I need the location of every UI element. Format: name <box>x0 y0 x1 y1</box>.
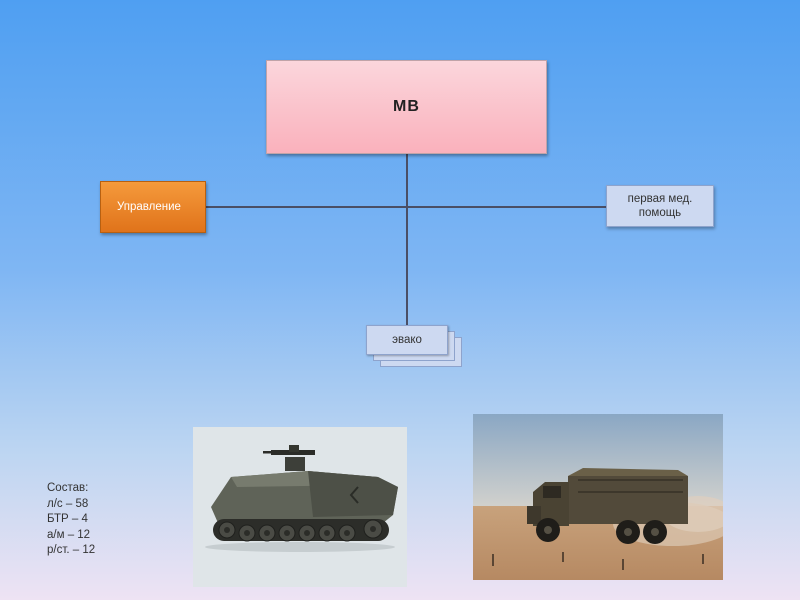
composition-item: л/с – 58 <box>47 497 89 510</box>
org-node-first-aid-label: первая мед. помощь <box>627 193 693 219</box>
connector-vertical <box>406 154 408 326</box>
apc-photo <box>193 427 407 587</box>
truck-photo <box>473 414 723 580</box>
composition-item: а/м – 12 <box>47 528 91 541</box>
org-node-root[interactable]: МВ <box>266 60 547 154</box>
org-node-management[interactable]: Управление <box>100 181 206 233</box>
connector-horizontal <box>206 206 606 208</box>
org-node-evacuation-label: эвако <box>392 334 422 346</box>
truck-illustration <box>473 414 723 580</box>
composition-item: р/ст. – 12 <box>47 544 96 556</box>
composition-list: Состав: л/с – 58 БТР – 4 а/м – 12 р/ст. … <box>47 481 95 559</box>
org-node-evacuation[interactable]: эвако <box>366 325 448 355</box>
org-node-first-aid[interactable]: первая мед. помощь <box>606 185 714 227</box>
composition-title: Состав: <box>47 482 89 494</box>
org-node-management-label: Управление <box>117 201 181 213</box>
org-node-root-label: МВ <box>393 98 420 115</box>
apc-illustration <box>193 427 407 587</box>
composition-item: БТР – 4 <box>47 513 88 525</box>
